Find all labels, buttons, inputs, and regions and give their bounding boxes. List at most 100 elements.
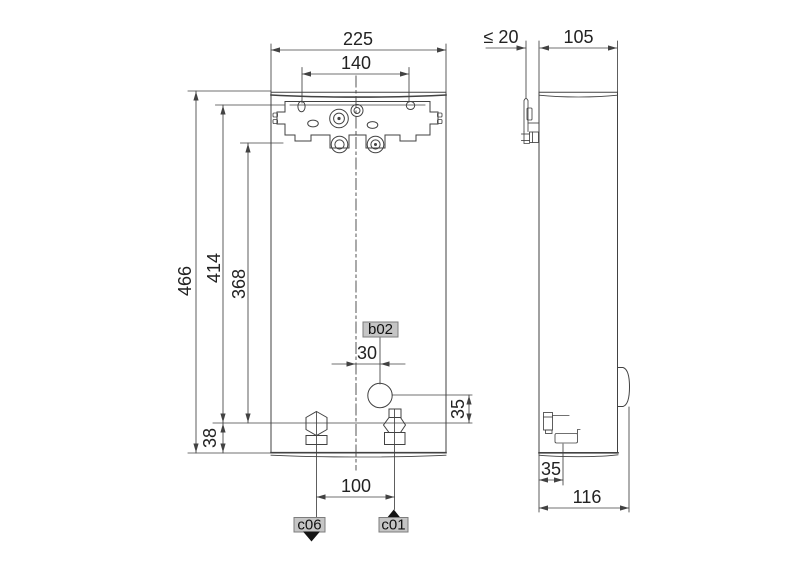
lower-boss-right-dot bbox=[374, 143, 377, 146]
dim-lower-bracket-to-connections: 368 bbox=[229, 142, 284, 424]
dim-back-to-drain: 35 bbox=[538, 443, 564, 486]
side-body-outline bbox=[525, 40, 631, 513]
body-top-cap-line bbox=[538, 94, 618, 98]
bracket-slot bbox=[526, 107, 533, 121]
arrowhead-icon bbox=[220, 105, 226, 115]
arrowhead-icon bbox=[385, 494, 395, 500]
mounting-slot-left bbox=[297, 100, 306, 113]
mounting-bracket bbox=[272, 100, 443, 154]
arrowhead-icon bbox=[539, 505, 548, 511]
bracket-right-lug bbox=[437, 112, 443, 118]
dim-mounting-hole-spacing: 140 bbox=[301, 53, 410, 104]
arrowhead-icon bbox=[193, 443, 199, 453]
lower-boss-left bbox=[330, 135, 349, 154]
c01-label-box bbox=[378, 517, 409, 533]
label-c06: c06 bbox=[293, 517, 326, 542]
arrowhead-icon bbox=[245, 143, 251, 153]
dim-body-depth: 105 bbox=[539, 27, 618, 51]
upper-boss-dot bbox=[337, 116, 341, 121]
center-screw bbox=[350, 104, 364, 117]
front-body-outline bbox=[270, 43, 447, 471]
body-top-cap-line bbox=[270, 94, 447, 98]
bracket-strip bbox=[523, 98, 529, 132]
arrowhead-icon bbox=[437, 47, 446, 53]
dim-value: 30 bbox=[357, 343, 377, 363]
arrowhead-icon bbox=[400, 71, 409, 77]
side-view: ≤ 20 105 35 116 bbox=[484, 27, 631, 513]
pipe-body bbox=[543, 412, 553, 431]
fitting-c01 bbox=[382, 408, 407, 510]
center-screw-head bbox=[353, 107, 361, 114]
arrowhead-icon bbox=[193, 91, 199, 101]
fitting-base bbox=[305, 435, 328, 445]
dim-value: 35 bbox=[541, 459, 561, 479]
arrowhead-icon bbox=[346, 361, 356, 367]
bracket-foot bbox=[523, 131, 530, 144]
arrowhead-icon bbox=[540, 45, 549, 51]
arrowhead-icon bbox=[380, 361, 390, 367]
body-bottom-cap-line bbox=[270, 454, 447, 458]
arrowhead-icon bbox=[554, 477, 563, 483]
dim-value: 414 bbox=[204, 253, 224, 283]
fitting-cap bbox=[388, 408, 402, 418]
arrowhead-icon bbox=[302, 71, 311, 77]
b02-label-box bbox=[362, 321, 399, 338]
arrowhead-icon bbox=[466, 395, 472, 405]
bracket-left-lug bbox=[272, 112, 278, 118]
dim-total-depth: 116 bbox=[538, 406, 630, 513]
front-view: 225 140 466 414 bbox=[175, 29, 473, 542]
lower-boss-left-ring bbox=[334, 139, 345, 150]
arrowhead-icon bbox=[516, 45, 526, 51]
dim-wall-clearance: ≤ 20 bbox=[484, 27, 527, 51]
arrowhead-icon bbox=[220, 423, 226, 433]
arrowhead-icon bbox=[316, 494, 326, 500]
arrowhead-icon bbox=[220, 413, 226, 423]
mounting-slot-right bbox=[405, 101, 416, 110]
bracket-screw bbox=[529, 131, 539, 143]
arrowhead-icon bbox=[220, 443, 226, 453]
bracket-oval-hole bbox=[366, 121, 379, 129]
bracket-oval-hole bbox=[307, 119, 319, 128]
side-wall-bracket bbox=[521, 98, 539, 144]
b02-label: b02 bbox=[368, 321, 393, 338]
b02-outlet-circle bbox=[367, 382, 393, 409]
dim-value: 225 bbox=[343, 29, 373, 49]
dim-value: 105 bbox=[563, 27, 593, 47]
dim-value: 38 bbox=[200, 428, 220, 448]
connection-b02: b02 bbox=[362, 321, 473, 409]
flow-out-arrow-icon bbox=[303, 531, 320, 542]
dim-centerline-to-b02: 30 bbox=[331, 343, 406, 367]
front-bulge bbox=[617, 367, 631, 407]
pipe-elbow bbox=[554, 433, 578, 444]
dim-value: 116 bbox=[573, 487, 602, 507]
arrowhead-icon bbox=[245, 413, 251, 423]
drain-pipe-detail bbox=[543, 412, 581, 444]
bracket-plate bbox=[276, 101, 439, 149]
c06-label: c06 bbox=[297, 517, 321, 534]
arrowhead-icon bbox=[620, 505, 629, 511]
pipe-foot bbox=[545, 429, 553, 434]
dim-height-total: 466 bbox=[175, 90, 272, 454]
dim-value: 100 bbox=[341, 476, 371, 496]
fitting-base bbox=[384, 432, 406, 445]
arrowhead-icon bbox=[271, 47, 280, 53]
lower-boss-right-ring bbox=[370, 139, 381, 150]
dim-connection-spacing: 100 bbox=[316, 476, 395, 500]
arrowhead-icon bbox=[608, 45, 617, 51]
dim-connections-to-bottom: 38 bbox=[200, 422, 226, 454]
lower-boss-right bbox=[366, 135, 385, 154]
pipe-notch bbox=[577, 429, 581, 434]
dim-value: 466 bbox=[175, 266, 195, 296]
c01-label: c01 bbox=[381, 517, 405, 534]
arrowhead-icon bbox=[466, 413, 472, 423]
upper-boss bbox=[329, 108, 349, 129]
dim-b02-above-connections: 35 bbox=[448, 394, 472, 424]
dim-value: 140 bbox=[341, 53, 371, 73]
dim-top-to-connections: 414 bbox=[204, 104, 285, 424]
dim-value: ≤ 20 bbox=[484, 27, 519, 47]
dim-width-total: 225 bbox=[270, 29, 447, 53]
fitting-c06 bbox=[305, 410, 328, 518]
label-c01: c01 bbox=[378, 509, 409, 534]
dim-value: 35 bbox=[448, 399, 468, 419]
